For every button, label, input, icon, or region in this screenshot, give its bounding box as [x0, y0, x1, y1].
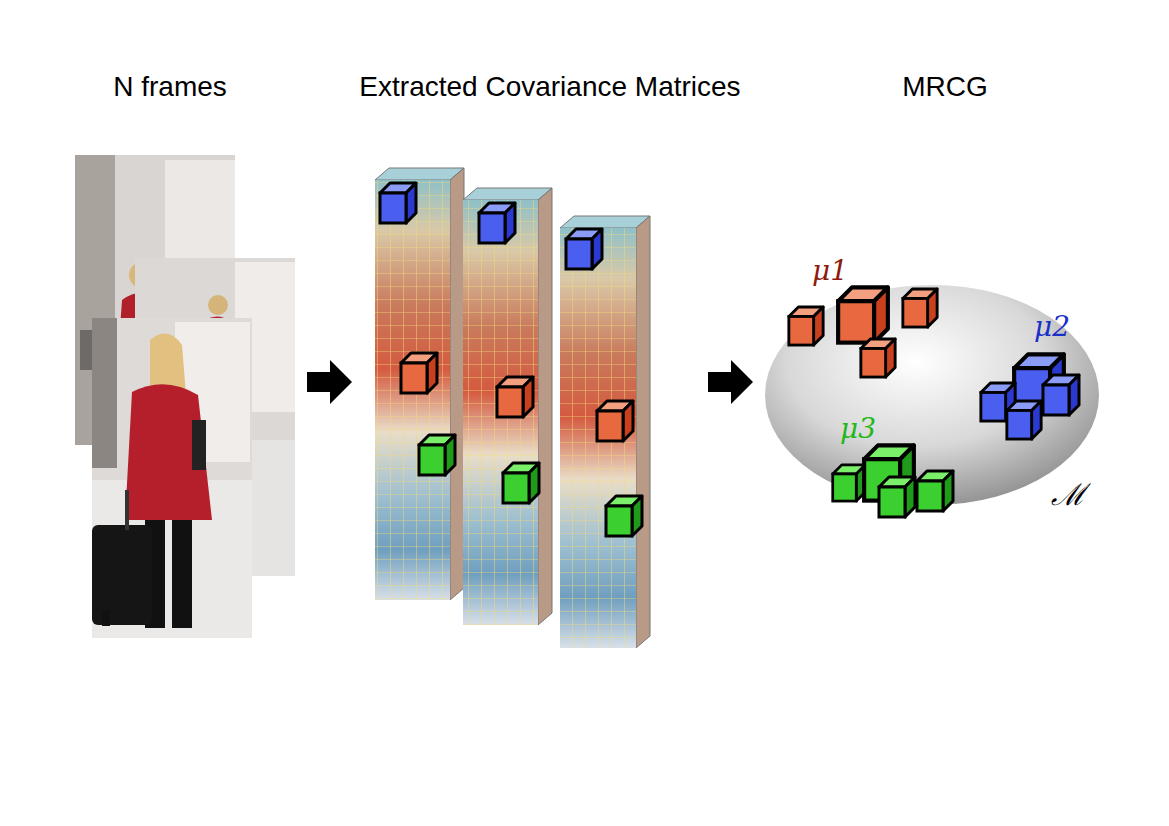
cluster-mean: μ2 [1034, 312, 1070, 343]
cluster-mean: μ3 [840, 414, 876, 445]
manifold-symbol: ℳ [1051, 478, 1086, 511]
column-heading: Extracted Covariance Matrices [359, 72, 740, 103]
column-heading: MRCG [902, 72, 988, 103]
cluster-mean: μ1 [812, 256, 848, 287]
column-heading: N frames [113, 72, 227, 103]
